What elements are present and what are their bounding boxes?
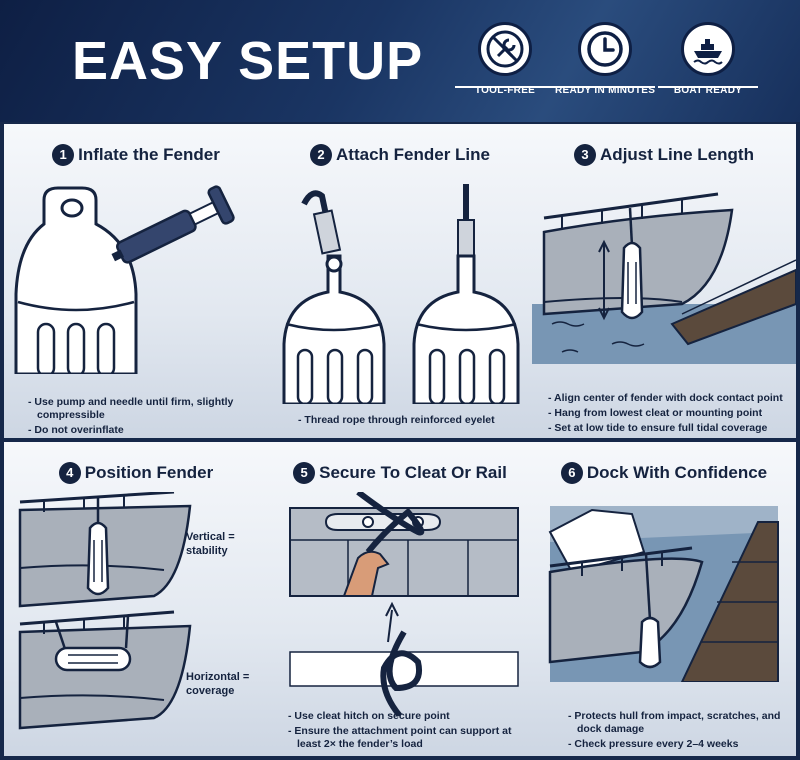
badge-tool-free: TOOL-FREE [455, 22, 555, 96]
step-bullets: Thread rope through reinforced eyelet [298, 414, 522, 429]
cleat-rail-illustration [289, 492, 519, 716]
header-banner: EASY SETUP TOOL-FREE READY IN MINUTES [0, 0, 800, 122]
line-length-illustration [532, 192, 796, 364]
badge-label: READY IN MINUTES [555, 85, 656, 96]
step-number: 1 [52, 144, 75, 166]
step-number: 4 [58, 462, 81, 484]
bullet-item: Thread rope through reinforced eyelet [298, 414, 522, 427]
docking-illustration [548, 506, 779, 682]
horizontal-label: Horizontal = coverage [186, 671, 250, 697]
bullet-item: Use pump and needle until firm, slightly… [28, 396, 258, 422]
page-title: EASY SETUP [72, 31, 424, 91]
step-bullets: Align center of fender with dock contact… [548, 392, 786, 437]
clock-icon [578, 22, 632, 76]
bullet-item: Set at low tide to ensure full tidal cov… [548, 422, 786, 435]
badge-ready-in-minutes: READY IN MINUTES [555, 22, 655, 96]
step-bullets: Use pump and needle until firm, slightly… [28, 396, 258, 438]
badge-label: BOAT READY [673, 85, 743, 96]
bullet-item: Ensure the attachment point can support … [288, 725, 522, 751]
step-bullets: Use cleat hitch on secure point Ensure t… [288, 710, 522, 753]
fender-position-illustration [18, 492, 192, 730]
step-number: 3 [574, 144, 597, 166]
bullet-item: Align center of fender with dock contact… [548, 392, 786, 405]
bullet-item: Use cleat hitch on secure point [288, 710, 522, 723]
badge-boat-ready: BOAT READY [658, 22, 758, 96]
step-bullets: Protects hull from impact, scratches, an… [568, 710, 786, 753]
bullet-item: Hang from lowest cleat or mounting point [548, 407, 786, 420]
fender-line-illustration [282, 184, 520, 404]
vertical-label: Vertical = stability [186, 531, 235, 557]
bullet-item: Protects hull from impact, scratches, an… [568, 710, 786, 736]
badge-label: TOOL-FREE [474, 85, 536, 96]
bullet-item: Do not overinflate [28, 424, 258, 437]
step-number: 2 [310, 144, 333, 166]
step-number: 6 [560, 462, 583, 484]
step-number: 5 [293, 462, 316, 484]
tool-free-icon [478, 22, 532, 76]
fender-pump-illustration [14, 185, 235, 374]
bullet-item: Check pressure every 2–4 weeks [568, 738, 786, 751]
boat-icon [681, 22, 735, 76]
